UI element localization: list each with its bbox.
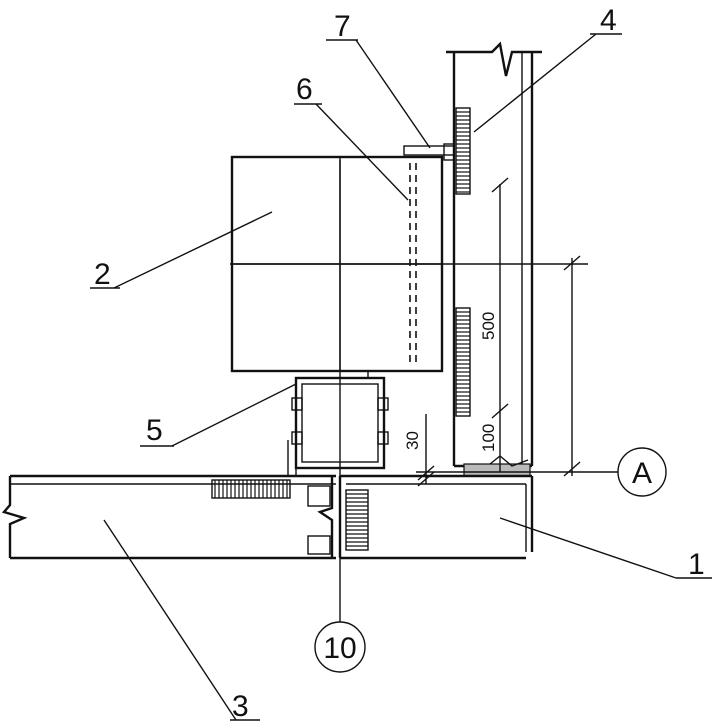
callout-7: 7 [326,10,431,149]
dimension-500: 500 [479,177,509,472]
axis-10-label: 10 [323,632,356,665]
floor-slab [1,474,336,560]
dim-100-text: 100 [479,424,498,452]
axis-a-label: A [632,457,652,490]
callout-5: 5 [140,383,297,447]
callout-4-label: 4 [600,4,617,37]
dimension-30: 30 [403,414,435,487]
callout-2-label: 2 [94,258,111,291]
dimension-100: 100 [479,424,498,452]
callout-3-label: 3 [232,690,249,722]
callout-2: 2 [90,211,273,291]
wall-hatch-lower [455,307,471,417]
dim-500-text: 500 [479,312,498,340]
callout-5-label: 5 [146,414,163,447]
slab-hatch [211,479,291,499]
vertical-wall-panel [446,41,542,468]
callout-1: 1 [499,517,712,581]
callout-7-label: 7 [334,10,351,43]
channel-support [287,372,389,476]
dim-30-text: 30 [403,431,422,450]
dimension-upper-right [563,255,581,477]
callout-3: 3 [103,519,260,722]
sealant-joint [463,455,531,477]
corner-slab [338,474,534,560]
axis-a: A [230,263,667,497]
callout-6: 6 [294,73,409,201]
callout-4: 4 [473,4,622,133]
callout-6-label: 6 [296,73,313,106]
axis-10: 10 [314,160,366,673]
callout-1-label: 1 [688,548,705,581]
wall-hatch-upper [455,107,471,195]
